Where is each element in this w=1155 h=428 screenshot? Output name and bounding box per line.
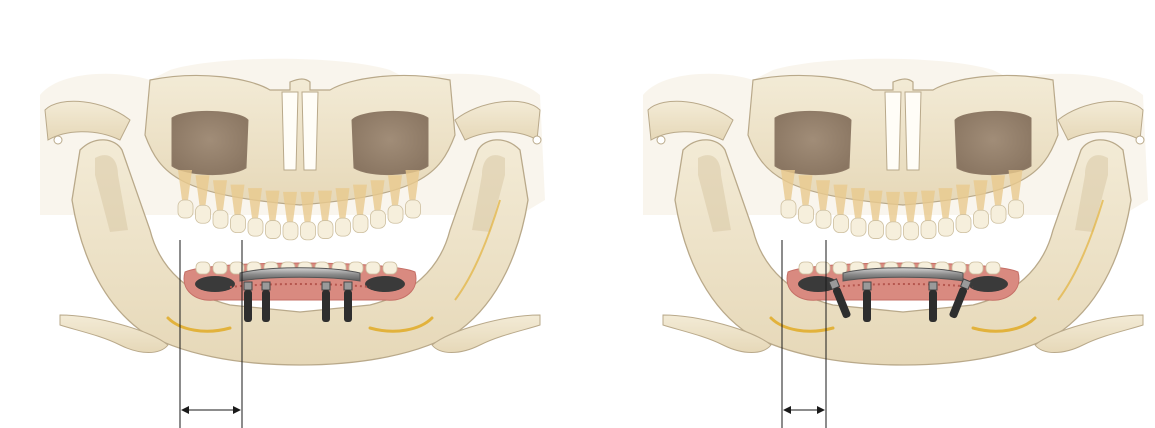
implant [244,282,252,322]
upper-tooth [406,200,421,218]
implant-abutment [244,282,252,290]
tooth-root [318,191,332,221]
implant-screw [322,290,330,322]
lower-tooth [366,262,380,274]
left-sinus [775,111,851,174]
upper-tooth [991,205,1006,223]
upper-tooth [371,210,386,228]
upper-tooth [816,210,831,228]
upper-tooth [974,210,989,228]
tooth-root [886,192,900,222]
upper-tooth [266,221,281,239]
upper-tooth [353,215,368,233]
implant-abutment [262,282,270,290]
lower-tooth [969,262,983,274]
upper-tooth [301,222,316,240]
right-foramen [533,136,541,144]
arrowhead-left-icon [181,406,189,414]
upper-tooth [886,222,901,240]
left-sinus [172,111,248,174]
upper-tooth [318,221,333,239]
implant [322,282,330,322]
lower-tooth [383,262,397,274]
upper-tooth [336,218,351,236]
arrowhead-right-icon [233,406,241,414]
left-foramen [54,136,62,144]
lower-tooth [816,262,830,274]
upper-tooth [231,215,246,233]
upper-tooth [869,221,884,239]
nasal-cavity-right [302,92,318,170]
tooth-root [869,191,883,221]
implant-screw [244,290,252,322]
upper-tooth [851,218,866,236]
implant [863,282,871,322]
right-ridge [365,276,405,292]
implant-abutment [322,282,330,290]
lower-tooth [986,262,1000,274]
lower-tooth [213,262,227,274]
tooth-root [301,192,315,222]
upper-tooth [921,221,936,239]
right-panel [643,59,1148,428]
tooth-root [283,192,297,222]
upper-tooth [956,215,971,233]
left-foramen [657,136,665,144]
upper-tooth [388,205,403,223]
upper-tooth [834,215,849,233]
upper-tooth [939,218,954,236]
tooth-root [266,191,280,221]
implant [344,282,352,322]
implant-screw [863,290,871,322]
upper-tooth [904,222,919,240]
implant-abutment [929,282,937,290]
implant [929,282,937,322]
arrowhead-left-icon [783,406,791,414]
upper-tooth [213,210,228,228]
tooth-root [921,191,935,221]
implant [262,282,270,322]
right-foramen [1136,136,1144,144]
tooth-root [904,192,918,222]
lower-prosthesis [787,262,1019,300]
arrowhead-right-icon [817,406,825,414]
upper-tooth [178,200,193,218]
nasal-cavity-right [905,92,921,170]
right-ridge [968,276,1008,292]
left-panel [40,59,545,428]
jaw-illustration [643,59,1148,365]
upper-tooth [799,205,814,223]
upper-tooth [196,205,211,223]
upper-tooth [781,200,796,218]
jaw-illustration [40,59,545,365]
upper-tooth [283,222,298,240]
nasal-cavity-left [282,92,298,170]
left-ridge [195,276,235,292]
lower-tooth [196,262,210,274]
implant-abutment [344,282,352,290]
implant-screw [929,290,937,322]
lower-tooth [799,262,813,274]
upper-tooth [1009,200,1024,218]
implant-screw [344,290,352,322]
nasal-cavity-left [885,92,901,170]
right-sinus [352,111,428,174]
lower-prosthesis [184,262,416,300]
implant-abutment [863,282,871,290]
upper-tooth [248,218,263,236]
right-sinus [955,111,1031,174]
implant-screw [262,290,270,322]
